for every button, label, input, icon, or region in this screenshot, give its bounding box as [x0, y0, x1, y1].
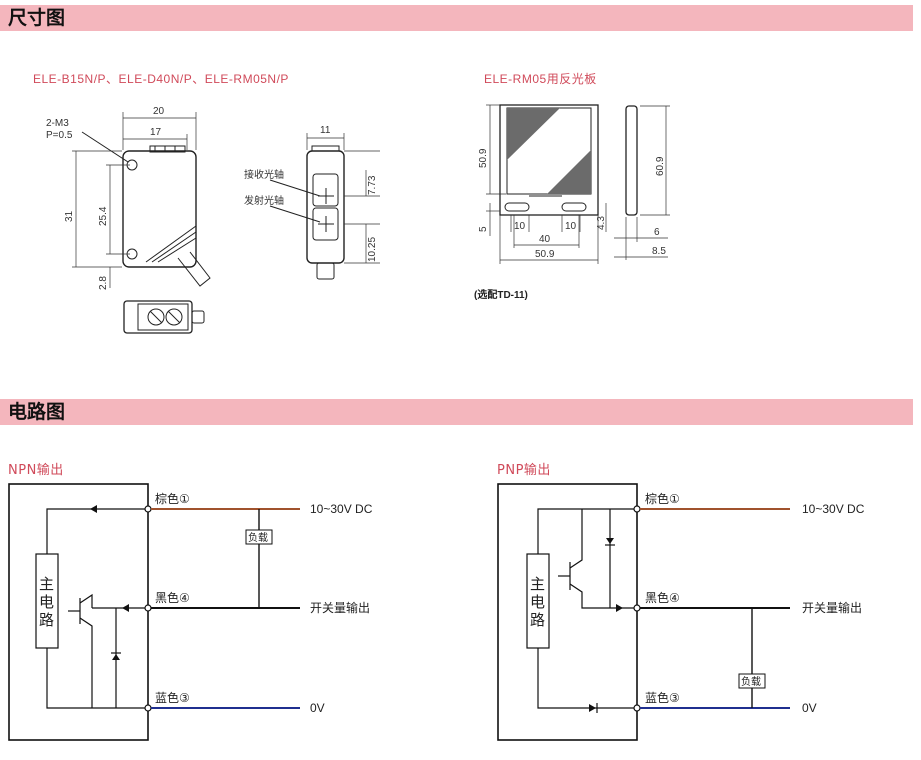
pnp-wire-brown-label: 棕色①: [645, 491, 680, 506]
dimensions-section-title: 尺寸图: [8, 7, 66, 29]
pnp-load-label: 负载: [741, 675, 761, 688]
npn-supply-label: 10~30V DC: [310, 502, 373, 516]
reflector-dim-6: 6: [654, 227, 660, 238]
npn-external-wires: [151, 508, 300, 709]
dimensions-section-bar: 尺寸图: [0, 5, 913, 31]
model-title: ELE-B15N/P、ELE-D40N/P、ELE-RM05N/P: [33, 72, 289, 86]
dimension-drawing: 2-M3 P=0.5 20 17 31 25.4 2.8 11 7.73 10.…: [46, 104, 670, 334]
dim-pitch-label: P=0.5: [46, 130, 73, 141]
reflector-dim-50-9-vertical: 50.9: [478, 148, 489, 168]
pnp-wire-black-label: 黑色④: [645, 591, 680, 605]
reflector-dim-40: 40: [539, 234, 551, 245]
npn-circuit: [8, 483, 152, 741]
npn-wire-black-label: 黑色④: [155, 591, 190, 605]
emit-axis-label: 发射光轴: [244, 194, 284, 207]
reflector-side-dimension-lines: [614, 105, 670, 260]
circuit-diagrams: 主 电 路 棕色① 黑色④ 蓝色③ 10~30V DC 开关量输出 0V 负载: [8, 483, 865, 741]
reflector-title: ELE-RM05用反光板: [484, 72, 597, 86]
pnp-external-wires: [640, 508, 790, 709]
pnp-supply-label: 10~30V DC: [802, 502, 865, 516]
sensor-side-view: [269, 145, 345, 280]
pnp-zero-label: 0V: [802, 701, 817, 715]
circuit-section-bar: 电路图: [0, 399, 913, 425]
reflector-front-view: [499, 104, 599, 216]
dim-height-2-8: 2.8: [98, 276, 109, 290]
pnp-main-circuit-char-3: 路: [530, 611, 545, 629]
reflector-dim-5: 5: [478, 226, 489, 232]
npn-main-circuit-char-2: 电: [39, 593, 54, 611]
dim-screw-label: 2-M3: [46, 118, 69, 129]
npn-wire-brown-label: 棕色①: [155, 491, 190, 506]
side-dimension-lines: [306, 133, 380, 264]
reflector-option-note: (选配TD-11): [474, 290, 528, 301]
circuit-section-title: 电路图: [8, 401, 66, 423]
reflector-dim-50-9-horizontal: 50.9: [535, 249, 555, 260]
pnp-main-circuit-char-1: 主: [530, 575, 545, 593]
dim-7-73: 7.73: [367, 175, 378, 195]
pnp-output-label: 开关量输出: [802, 600, 862, 615]
dim-height-31: 31: [64, 210, 75, 222]
npn-output-label: 开关量输出: [310, 600, 370, 615]
npn-load-label: 负载: [248, 531, 268, 544]
front-dimension-lines: [72, 112, 197, 288]
npn-zero-label: 0V: [310, 701, 325, 715]
dim-height-25-4: 25.4: [98, 206, 109, 226]
reflector-dim-4-3: 4.3: [596, 216, 607, 230]
npn-title: NPN输出: [8, 463, 64, 478]
receive-axis-label: 接收光轴: [244, 168, 284, 181]
reflector-dim-10b: 10: [565, 221, 577, 232]
sensor-bottom-view: [123, 300, 205, 334]
npn-main-circuit-char-1: 主: [39, 575, 54, 593]
reflector-dim-60-9: 60.9: [655, 156, 666, 176]
pnp-wire-blue-label: 蓝色③: [645, 691, 680, 705]
npn-main-circuit-char-3: 路: [39, 611, 54, 629]
reflector-dim-8-5: 8.5: [652, 246, 666, 257]
pnp-title: PNP输出: [497, 463, 551, 478]
dim-width-11: 11: [320, 125, 331, 136]
reflector-side-view: [625, 105, 638, 216]
pnp-main-circuit-char-2: 电: [530, 593, 545, 611]
pnp-circuit: [497, 483, 641, 741]
dim-width-20: 20: [153, 106, 165, 117]
dim-width-17: 17: [150, 127, 162, 138]
npn-wire-blue-label: 蓝色③: [155, 691, 190, 705]
dim-10-25: 10.25: [367, 237, 378, 262]
reflector-dim-10a: 10: [514, 221, 526, 232]
reflector-dimension-lines: [486, 104, 607, 264]
